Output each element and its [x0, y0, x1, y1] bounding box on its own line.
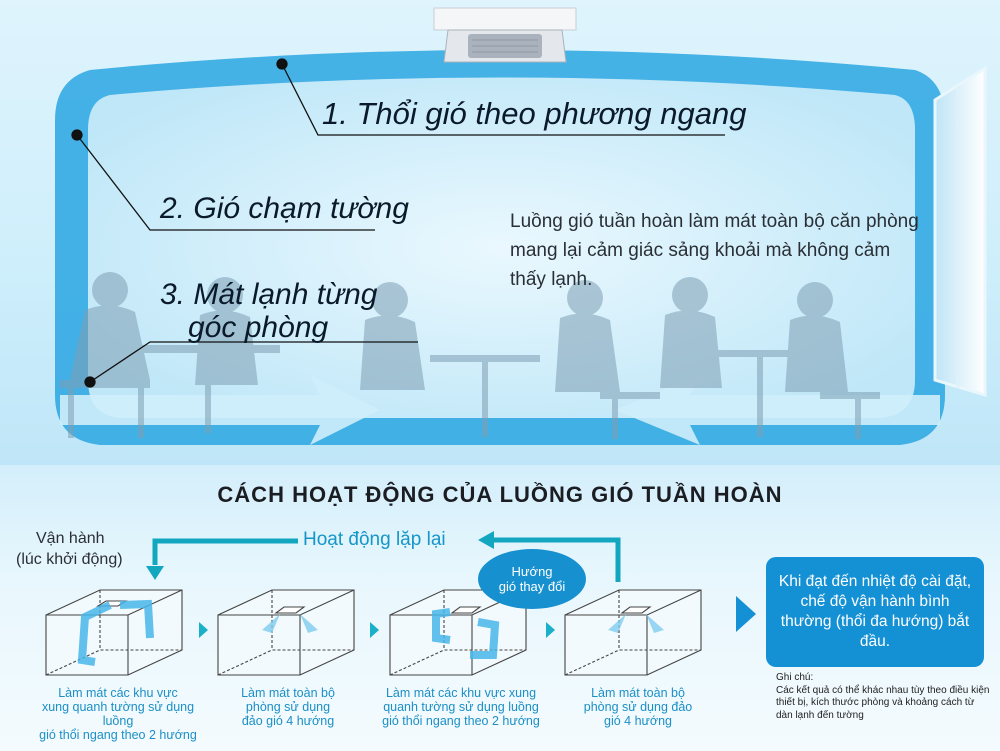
step-arrow-2	[370, 622, 379, 638]
repeat-label: Hoạt động lặp lại	[303, 529, 446, 550]
step-caption-4-line1: Làm mát toàn bộ	[591, 686, 685, 700]
step-caption-2-line1: Làm mát toàn bộ	[241, 686, 335, 700]
step-caption-2-line3: đảo gió 4 hướng	[241, 714, 335, 728]
callout-leaders	[71, 58, 725, 388]
right-floor-arrow	[615, 375, 940, 445]
room-scene	[55, 7, 987, 445]
room-box-2	[217, 589, 355, 676]
step-arrow-3	[546, 622, 555, 638]
callout-cool-corners: 3. Mát lạnh từng góc phòng	[160, 278, 377, 344]
step-caption-1-line3: gió thổi ngang theo 2 hướng	[39, 728, 197, 742]
room-box-4-flow	[608, 614, 664, 633]
final-arrow	[736, 596, 756, 632]
room-box-1-flow	[77, 599, 154, 666]
direction-change-bubble: Hướng gió thay đổi	[478, 549, 586, 609]
step-caption-2: Làm mát toàn bộ phòng sử dụng đảo gió 4 …	[218, 686, 358, 728]
repeat-arrowhead-left	[478, 531, 494, 549]
people-silhouettes	[60, 272, 880, 439]
ceiling-ac-unit	[433, 7, 577, 63]
callout-cool-corners-line2: góc phòng	[188, 311, 329, 344]
description-text: Luồng gió tuần hoàn làm mát toàn bộ căn …	[510, 211, 919, 290]
callout-horizontal-blow: 1. Thổi gió theo phương ngang	[322, 96, 747, 131]
left-floor-arrow	[60, 375, 380, 445]
start-label-line1: Vận hành	[36, 530, 105, 547]
final-state-text: Khi đạt đến nhiệt độ cài đặt, chế độ vận…	[778, 573, 972, 650]
note: Ghi chú: Các kết quả có thể khác nhau tù…	[776, 672, 991, 722]
step-caption-1-line1: Làm mát các khu vực	[58, 686, 178, 700]
step-caption-3-line2: quanh tường sử dụng luồng	[383, 700, 539, 714]
diagram-title: CÁCH HOẠT ĐỘNG CỦA LUỒNG GIÓ TUẦN HOÀN	[217, 482, 783, 507]
airflow-illustration: 1. Thổi gió theo phương ngang 2. Gió chạ…	[0, 0, 1000, 465]
room-box-1	[45, 589, 183, 676]
step-caption-4-line2: phòng sử dụng đảo	[583, 700, 693, 714]
start-label: Vận hành (lúc khởi động)	[16, 528, 123, 570]
room-box-2-flow	[262, 614, 318, 633]
step-caption-4-line3: gió 4 hướng	[604, 714, 672, 728]
step-caption-2-line2: phòng sử dụng	[245, 700, 331, 714]
callout-cool-corners-line1: 3. Mát lạnh từng	[160, 278, 378, 311]
start-label-line2: (lúc khởi động)	[16, 551, 123, 568]
step-caption-3-line1: Làm mát các khu vực xung	[385, 686, 537, 700]
step-caption-1-line2: xung quanh tường sử dụng luồng	[41, 700, 195, 728]
step-caption-4: Làm mát toàn bộ phòng sử dụng đảo gió 4 …	[568, 686, 708, 728]
repeat-arrow	[152, 537, 621, 582]
start-arrowhead-down	[146, 566, 164, 580]
final-state-box: Khi đạt đến nhiệt độ cài đặt, chế độ vận…	[766, 557, 984, 667]
room-box-3-flow	[432, 608, 500, 659]
step-arrow-1	[199, 622, 208, 638]
step-caption-3: Làm mát các khu vực xung quanh tường sử …	[376, 686, 546, 728]
note-title: Ghi chú:	[776, 672, 814, 683]
room-box-4	[564, 589, 702, 676]
step-caption-1: Làm mát các khu vực xung quanh tường sử …	[28, 686, 208, 742]
window	[933, 65, 987, 398]
bubble-line1: Hướng	[511, 564, 553, 579]
note-text: Các kết quả có thể khác nhau tùy theo đi…	[776, 684, 990, 721]
callout-wind-hits-wall: 2. Gió chạm tường	[160, 192, 409, 225]
step-caption-3-line3: gió thổi ngang theo 2 hướng	[382, 714, 540, 728]
bubble-line2: gió thay đổi	[498, 579, 566, 594]
